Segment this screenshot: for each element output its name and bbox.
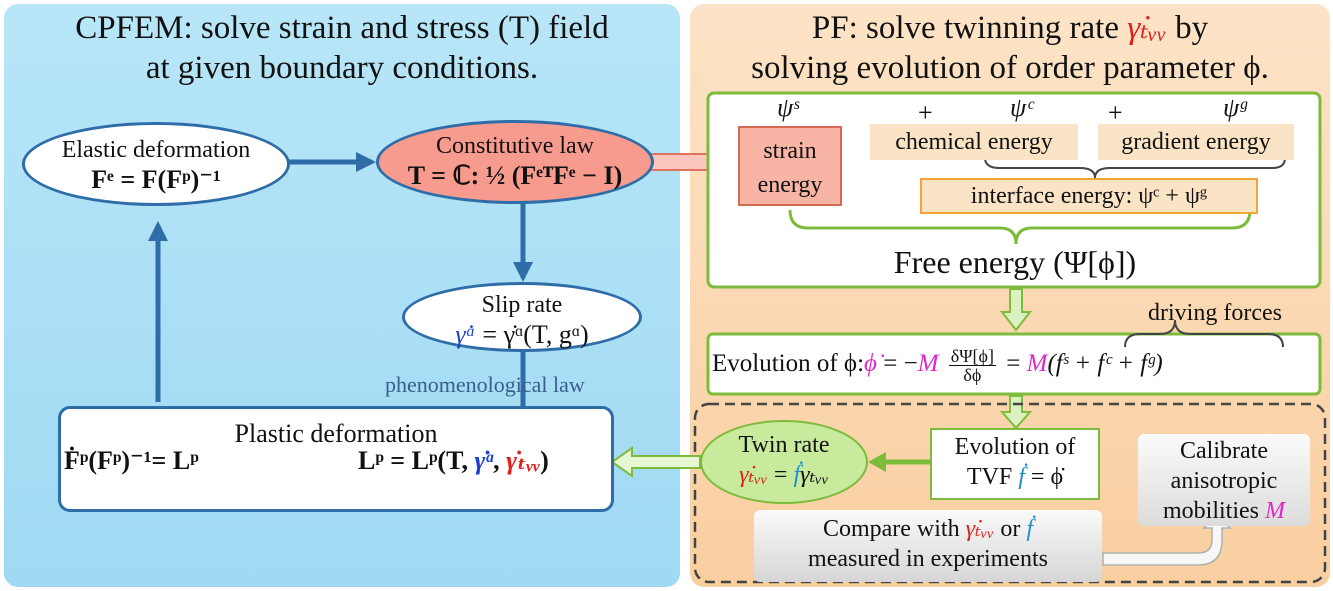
- calibrate-line3: mobilities M: [1138, 496, 1310, 526]
- twin-rate-formula: γ̇ₜᵥᵥ = ḟγₜᵥᵥ: [702, 460, 866, 490]
- elastic-label: Elastic deformation: [61, 137, 251, 163]
- plastic-deformation-node: Plastic deformation: [58, 406, 614, 512]
- evolution-fraction: δΨ[ϕ] δϕ: [948, 345, 997, 385]
- plastic-formula-right: Lᵖ = Lᵖ(T, γ̇ᵅ, γ̇ₜᵥᵥ): [358, 446, 549, 476]
- pf-title-gamma: γ̇ₜᵥᵥ: [1127, 10, 1167, 46]
- evolution-eq2: =: [1000, 350, 1027, 377]
- compare-line1-a: Compare with: [822, 516, 966, 542]
- brace-driving-forces: [1124, 319, 1284, 348]
- evolution-eq1: = −: [877, 350, 918, 377]
- constitutive-formula: T = ℂ: ½ (FᵉᵀFᵉ − I): [407, 161, 623, 190]
- pf-title-line1: PF: solve twinning rate γ̇ₜᵥᵥ by: [690, 8, 1330, 48]
- compare-gamma: γ̇ₜᵥᵥ: [965, 516, 995, 542]
- twin-rate-label: Twin rate: [738, 432, 830, 458]
- twin-rate-eq: =: [767, 462, 794, 488]
- pf-title-a: PF: solve twinning rate: [811, 10, 1128, 46]
- compare-line2: measured in experiments: [808, 546, 1048, 572]
- slip-rate-node: Slip rate γ̇ᵅ = γ̇ᵅ(T, gᵅ): [402, 282, 642, 352]
- driving-forces-label: driving forces: [1148, 300, 1282, 326]
- pf-title-line2: solving evolution of order parameter ϕ.: [751, 50, 1269, 86]
- gradient-energy-label: gradient energy: [1121, 129, 1271, 155]
- calibrate-line2: anisotropic: [1170, 468, 1278, 494]
- slip-formula: γ̇ᵅ = γ̇ᵅ(T, gᵅ): [405, 320, 639, 350]
- free-energy-label: Free energy (Ψ[ϕ]): [893, 244, 1137, 280]
- strain-energy-label: strain energy: [757, 138, 823, 198]
- compare-node: Compare with γ̇ₜᵥᵥ or ḟ measured in expe…: [754, 510, 1102, 582]
- pf-title: PF: solve twinning rate γ̇ₜᵥᵥ by solving…: [690, 8, 1330, 88]
- twin-rate-fdot: ḟ: [793, 462, 801, 488]
- plastic-formula-left: Ḟᵖ(Fᵖ)⁻¹= Lᵖ: [64, 446, 199, 475]
- constitutive-label: Constitutive law: [436, 133, 594, 159]
- calibrate-line3-a: mobilities: [1163, 498, 1265, 524]
- arrowhead-tvf-to-twin: [868, 452, 886, 472]
- elastic-deformation-node: Elastic deformation Fᵉ = F(Fᵖ)⁻¹: [22, 122, 290, 206]
- cpfem-title-line2: at given boundary conditions.: [145, 50, 539, 86]
- constitutive-law-node: Constitutive law T = ℂ: ½ (FᵉᵀFᵉ − I): [376, 120, 654, 204]
- calibration-region: [693, 402, 1327, 584]
- chemical-energy-box: chemical energy: [870, 124, 1078, 160]
- calibrate-node: Calibrate anisotropic mobilities M: [1138, 434, 1310, 526]
- compare-line1: Compare with γ̇ₜᵥᵥ or ḟ: [754, 514, 1102, 544]
- tvf-line2-a: TVF: [966, 464, 1019, 490]
- cpfem-title-line1: CPFEM: solve strain and stress (T) field: [75, 10, 609, 46]
- arrow-evolution-to-tvf: [999, 395, 1033, 430]
- tvf-line2: TVF ḟ = ϕ̇: [932, 462, 1098, 492]
- plastic-formula-gamma: γ̇ᵅ: [474, 446, 494, 475]
- compare-line1-b: or: [994, 516, 1027, 542]
- twin-rate-tail: γₜᵥᵥ: [800, 462, 829, 488]
- phenomenological-law-label: phenomenological law: [385, 372, 585, 397]
- evolution-M2: M: [1026, 350, 1048, 377]
- gradient-energy-box: gradient energy: [1098, 124, 1294, 160]
- plastic-formula-right-a: Lᵖ = Lᵖ(T,: [358, 446, 475, 475]
- tvf-line1: Evolution of: [954, 434, 1076, 460]
- chemical-energy-label: chemical energy: [895, 129, 1053, 155]
- arrow-free-to-evolution: [999, 288, 1033, 332]
- psi-s-label: ψˢ: [777, 93, 799, 122]
- pf-title-b: by: [1166, 10, 1209, 46]
- tvf-line2-b: = ϕ̇: [1024, 464, 1064, 490]
- plastic-label: Plastic deformation: [234, 419, 438, 448]
- compare-fdot: ḟ: [1026, 516, 1034, 542]
- strain-energy-box: strain energy: [738, 126, 842, 206]
- plastic-formula-sep: ,: [493, 446, 507, 475]
- psi-g-label: ψᵍ: [1223, 93, 1247, 122]
- elastic-formula: Fᵉ = F(Fᵖ)⁻¹: [91, 165, 221, 194]
- cpfem-title: CPFEM: solve strain and stress (T) field…: [4, 8, 680, 88]
- evolution-tail: (fˢ + fᶜ + fᵍ): [1047, 350, 1163, 377]
- psi-c-label: ψᶜ: [1010, 93, 1033, 122]
- interface-energy-label: interface energy: ψᶜ + ψᵍ: [970, 183, 1208, 209]
- calibrate-line1: Calibrate: [1180, 438, 1268, 464]
- pf-evolution-box: [706, 332, 1322, 396]
- plastic-formula-tw: γ̇ₜᵥᵥ: [506, 446, 541, 475]
- fraction-denominator: δϕ: [963, 364, 982, 385]
- calibrate-M: M: [1265, 498, 1285, 524]
- twin-rate-gamma: γ̇ₜᵥᵥ: [739, 462, 768, 488]
- fraction-numerator: δΨ[ϕ]: [948, 345, 997, 366]
- evolution-M1: M: [917, 350, 939, 377]
- plus-2: +: [1108, 98, 1123, 127]
- tvf-node: Evolution of TVF ḟ = ϕ̇: [930, 428, 1100, 500]
- tvf-fdot: ḟ: [1018, 464, 1025, 490]
- plastic-formula-end: ): [540, 446, 549, 475]
- arrow-twin-to-plastic: [610, 446, 701, 478]
- brace-free-energy: [788, 209, 1252, 245]
- evolution-phidot: ϕ̇: [864, 350, 877, 377]
- interface-energy-box: interface energy: ψᶜ + ψᵍ: [920, 178, 1258, 214]
- slip-formula-rhs: = γ̇ᵅ(T, gᵅ): [475, 320, 589, 349]
- slip-label: Slip rate: [481, 292, 563, 318]
- plus-1: +: [918, 98, 933, 127]
- evolution-prefix: Evolution of ϕ:: [712, 350, 865, 377]
- slip-formula-lhs: γ̇ᵅ: [455, 320, 476, 349]
- twin-rate-node: Twin rate γ̇ₜᵥᵥ = ḟγₜᵥᵥ: [700, 420, 868, 504]
- evolution-equation: Evolution of ϕ:ϕ̇ = −M δΨ[ϕ] δϕ = M(fˢ +…: [712, 344, 1163, 384]
